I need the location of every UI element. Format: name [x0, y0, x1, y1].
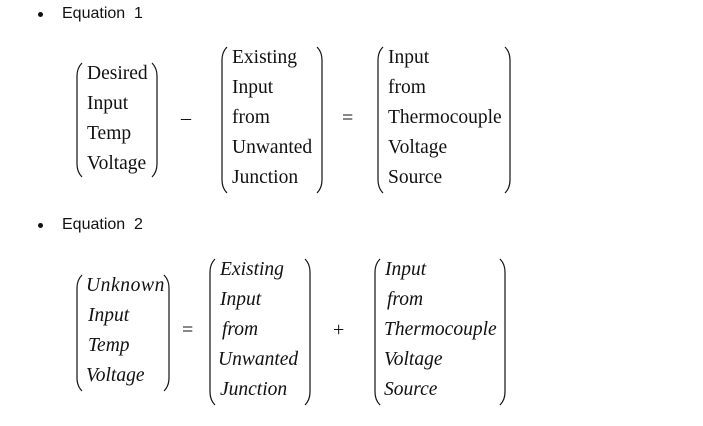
bullet-icon — [38, 12, 43, 17]
eq2-term3-line: Voltage — [384, 349, 443, 370]
eq1-term2-line: Input — [232, 77, 274, 98]
eq2-term2-line: Junction — [220, 379, 288, 400]
eq1-term3-line: Input — [388, 47, 430, 68]
right-paren-icon — [504, 46, 511, 194]
eq2-term3-line: from — [387, 289, 424, 310]
eq1-term1-line: Desired — [87, 63, 148, 84]
eq1-term2-line: Junction — [232, 167, 299, 188]
eq1-term3-line: Thermocouple — [388, 107, 502, 128]
eq1-term3-vector: Input from Thermocouple Voltage Source — [375, 46, 513, 194]
equation-2-label: Equation 2 — [62, 216, 143, 233]
equation-1-label: Equation 1 — [62, 5, 143, 22]
left-paren-icon — [76, 62, 83, 178]
eq1-term2-line: Existing — [232, 47, 298, 68]
left-paren-icon — [374, 258, 381, 406]
left-paren-icon — [377, 46, 384, 194]
eq2-term3-line: Input — [385, 259, 427, 280]
equals-operator: = — [182, 319, 194, 341]
left-paren-icon — [209, 258, 216, 406]
eq2-term1-line: Input — [88, 305, 130, 326]
eq2-term2-line: Existing — [220, 259, 284, 280]
eq1-term1-line: Input — [87, 93, 129, 114]
right-paren-icon — [316, 46, 323, 194]
right-paren-icon — [151, 62, 158, 178]
eq2-term1-vector: Unknown Input Temp Voltage — [74, 274, 172, 392]
eq1-term3-line: from — [388, 77, 426, 98]
eq2-term2-line: Unwanted — [218, 349, 299, 370]
plus-operator: + — [333, 319, 345, 341]
eq1-term2-line: Unwanted — [232, 137, 313, 158]
eq2-term2-vector: Existing Input from Unwanted Junction — [207, 258, 313, 406]
eq2-term1-line: Temp — [88, 335, 130, 356]
eq1-term2-line: from — [232, 107, 270, 128]
left-paren-icon — [76, 274, 83, 392]
eq2-term3-vector: Input from Thermocouple Voltage Source — [372, 258, 508, 406]
eq1-term3-line: Source — [388, 167, 443, 188]
eq1-term2-vector: Existing Input from Unwanted Junction — [219, 46, 325, 194]
bullet-icon — [38, 223, 43, 228]
eq2-term2-line: Input — [220, 289, 262, 310]
eq2-term3-line: Source — [384, 379, 438, 400]
eq1-term1-line: Voltage — [87, 153, 147, 174]
eq2-term1-line: Unknown — [86, 275, 165, 296]
right-paren-icon — [499, 258, 506, 406]
equals-operator: = — [342, 107, 354, 129]
eq2-term2-line: from — [222, 319, 259, 340]
eq1-term3-line: Voltage — [388, 137, 448, 158]
right-paren-icon — [163, 274, 170, 392]
left-paren-icon — [221, 46, 228, 194]
eq2-term3-line: Thermocouple — [384, 319, 497, 340]
right-paren-icon — [304, 258, 311, 406]
eq1-term1-vector: Desired Input Temp Voltage — [74, 62, 160, 178]
minus-operator: – — [181, 107, 191, 129]
eq1-term1-line: Temp — [87, 123, 132, 144]
eq2-term1-line: Voltage — [86, 365, 145, 386]
